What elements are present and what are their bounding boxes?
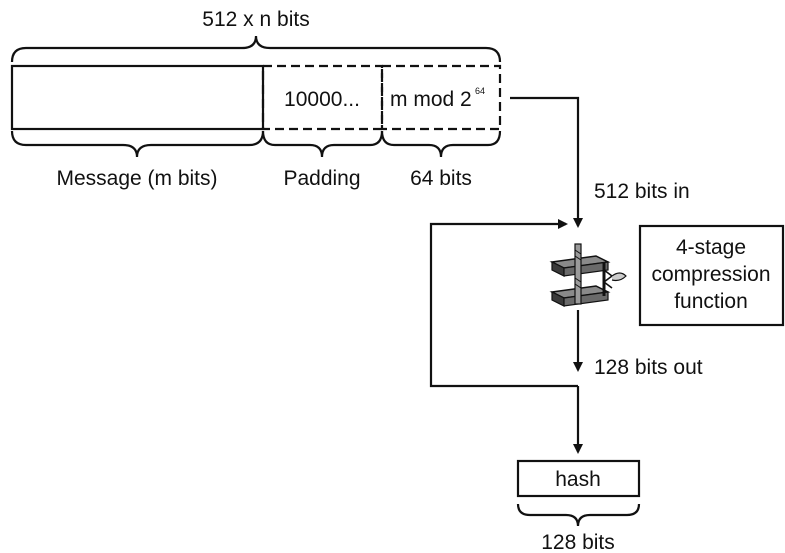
top-size-label: 512 x n bits [202,8,309,31]
clamp-press-icon [552,244,626,306]
length-label: 64 bits [410,167,472,190]
hash-label: hash [555,468,601,491]
compression-line2: compression [651,263,770,286]
bits-out-label: 128 bits out [594,356,703,379]
feedback-loop [431,224,578,386]
message-segment [12,66,263,129]
hash-brace [518,504,639,526]
message-brace [12,131,263,157]
compression-line1: 4-stage [676,236,746,259]
input-arrow [510,98,578,226]
padding-label: Padding [283,167,360,190]
top-brace [12,36,500,62]
bits-in-label: 512 bits in [594,180,690,203]
compression-line3: function [674,290,748,313]
hash-size-label: 128 bits [541,531,615,553]
message-label: Message (m bits) [56,167,217,190]
length-value-exponent: 64 [475,86,485,96]
length-brace [382,131,500,157]
padding-brace [263,131,382,157]
length-value: m mod 2 [390,88,472,111]
padding-value: 10000... [284,88,360,111]
